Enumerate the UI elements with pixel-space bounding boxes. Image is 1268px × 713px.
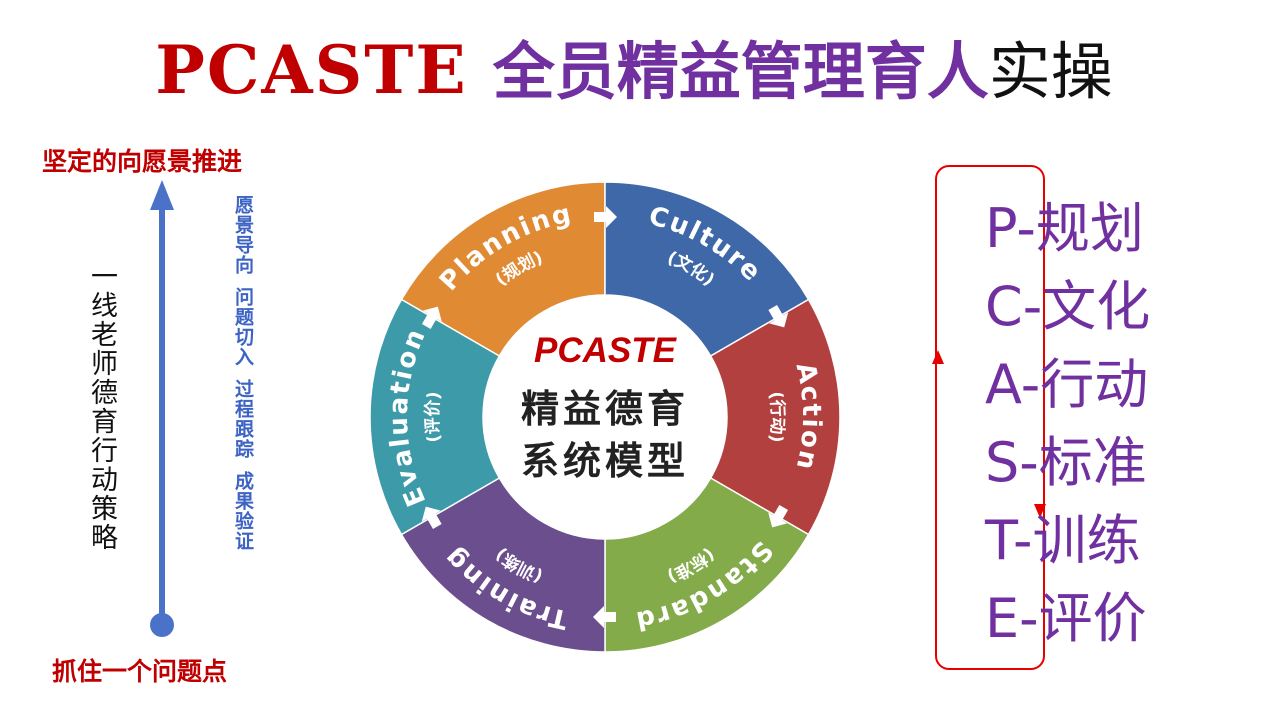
arrow-origin-dot bbox=[150, 613, 174, 637]
acronym-word: 评价 bbox=[1038, 587, 1147, 650]
step-tracking: 过程跟踪 bbox=[232, 379, 254, 459]
acronym-letter: T bbox=[985, 509, 1014, 572]
center-title: PCASTE bbox=[534, 331, 678, 370]
step-vision: 愿景导向 bbox=[232, 195, 254, 275]
step-problem: 问题切入 bbox=[232, 287, 254, 367]
acronym-list: P-规划 C-文化 A-行动 S-标准 T-训练 E-评价 bbox=[985, 190, 1150, 658]
vision-label: 坚定的向愿景推进 bbox=[42, 147, 243, 176]
progress-arrow bbox=[150, 180, 174, 637]
cycle-arrow bbox=[593, 606, 616, 628]
acronym-frame bbox=[935, 165, 1045, 670]
acronym-item: C-文化 bbox=[985, 275, 1151, 338]
title-tail: 实操 bbox=[988, 35, 1113, 108]
center-line-1: 精益德育 bbox=[521, 387, 689, 431]
acronym-word: 文化 bbox=[1042, 275, 1151, 338]
arrow-head bbox=[150, 180, 174, 210]
pcaste-wheel: Planning(规划)Culture(文化)Action(行动)Standar… bbox=[369, 181, 841, 653]
cycle-arrow bbox=[768, 304, 789, 328]
center-line-2: 系统模型 bbox=[521, 439, 689, 483]
page-title: PCASTE 全员精益管理育人实操 bbox=[0, 30, 1268, 128]
wheel-center bbox=[483, 295, 727, 539]
step-verification: 成果验证 bbox=[232, 471, 254, 551]
acronym-word: 标准 bbox=[1038, 431, 1147, 494]
acronym-letter: A bbox=[985, 353, 1021, 416]
cycle-arrow bbox=[421, 306, 442, 330]
acronym-item: A-行动 bbox=[985, 353, 1149, 416]
problem-point-label: 抓住一个问题点 bbox=[52, 657, 228, 686]
cycle-arrow bbox=[594, 206, 617, 228]
acronym-item: E-评价 bbox=[985, 587, 1147, 650]
title-en: PCASTE bbox=[155, 31, 493, 109]
cycle-arrow bbox=[768, 504, 789, 528]
frame-up-arrow bbox=[932, 350, 944, 364]
title-cn: 全员精益管理育人 bbox=[492, 35, 989, 108]
acronym-word: 训练 bbox=[1032, 509, 1141, 572]
acronym-letter: E bbox=[985, 587, 1020, 650]
cycle-arrow bbox=[421, 506, 442, 530]
acronym-item: T-训练 bbox=[985, 509, 1141, 572]
acronym-word: 规划 bbox=[1035, 197, 1144, 260]
acronym-word: 行动 bbox=[1040, 353, 1149, 416]
teacher-strategy-text: 一线老师德育行动策略 bbox=[86, 262, 117, 552]
acronym-item: P-规划 bbox=[985, 197, 1144, 260]
frame-down-arrow bbox=[1034, 504, 1046, 518]
frame-direction-arrows bbox=[932, 350, 1046, 518]
acronym-item: S-标准 bbox=[985, 431, 1147, 494]
acronym-letter: P bbox=[985, 197, 1017, 260]
strategy-steps: 愿景导向 问题切入 过程跟踪 成果验证 bbox=[232, 195, 254, 563]
acronym-letter: S bbox=[985, 431, 1020, 494]
acronym-letter: C bbox=[985, 275, 1023, 338]
